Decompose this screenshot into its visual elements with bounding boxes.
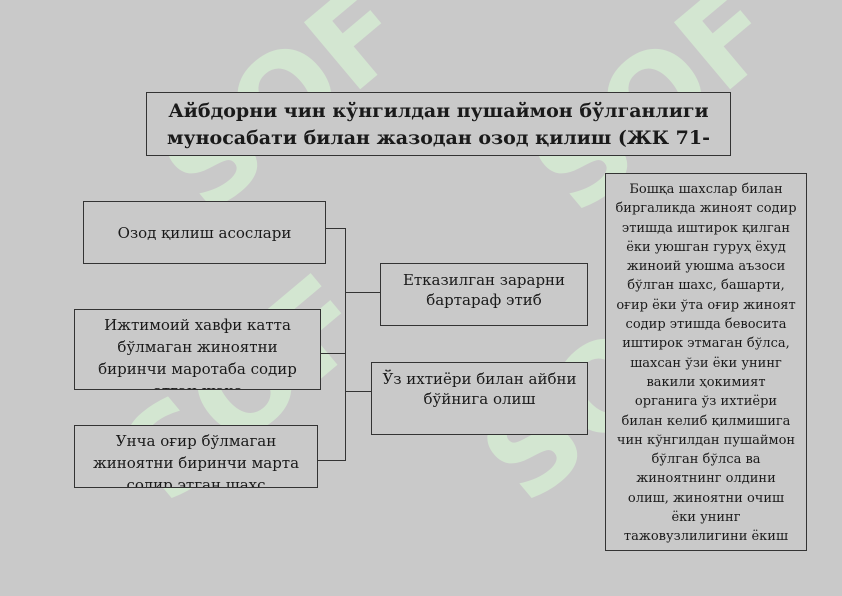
node-first-minor-crime: Ижтимоий хавфи катта бўлмаган жиноятни б… [74, 309, 321, 390]
side-note: Бошқа шахслар билан биргаликда жиноят со… [605, 173, 807, 551]
connector-line [326, 228, 346, 229]
connector-line [318, 460, 346, 461]
node-voluntary-confession: Ўз ихтиёри билан айбни бўйнига олиш [371, 362, 588, 435]
node-compensated-damage: Етказилган зарарни бартараф этиб [380, 263, 588, 326]
diagram-title: Айбдорни чин кўнгилдан пушаймон бўлганли… [146, 92, 731, 156]
connector-line [345, 391, 371, 392]
connector-line [345, 228, 346, 461]
node-first-less-grave-crime: Унча оғир бўлмаган жиноятни биринчи март… [74, 425, 318, 488]
node-grounds: Озод қилиш асослари [83, 201, 326, 264]
connector-line [345, 292, 380, 293]
node-grounds-label: Озод қилиш асослари [117, 223, 292, 242]
connector-line [321, 353, 346, 354]
